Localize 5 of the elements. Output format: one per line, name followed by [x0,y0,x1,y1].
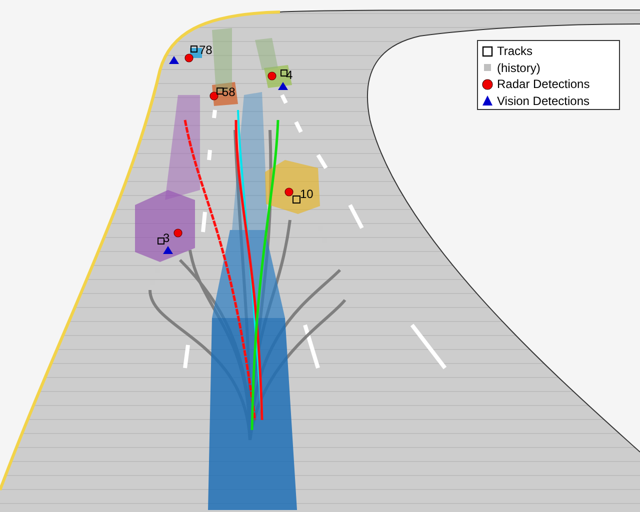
track-number: 10 [300,188,314,201]
legend-label: (history) [497,60,540,75]
legend-label: Tracks [497,44,533,58]
legend-label: Vision Detections [497,94,590,108]
legend-label: Radar Detections [497,77,590,92]
